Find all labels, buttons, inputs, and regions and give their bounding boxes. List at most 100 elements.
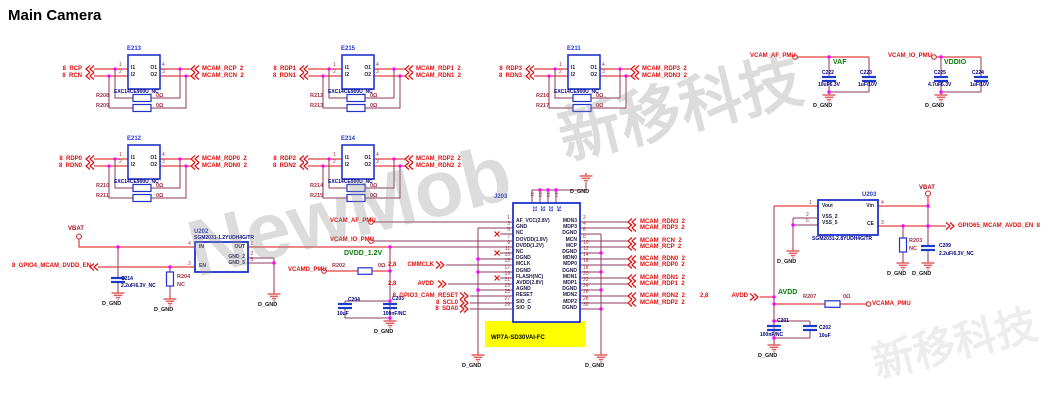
pin-name: O2	[364, 162, 371, 168]
ground-icon	[785, 247, 801, 259]
net-label: MCAM_RDP2 2	[640, 299, 685, 306]
pin-number: 1	[559, 61, 562, 68]
pin-name: AGND	[516, 286, 531, 292]
emi-filter-e211: E211 8 RDP3 8 RDN3 MCAM_RDP3 2 MCAM_RDN3…	[470, 42, 710, 122]
connector-part-number: WP7A-SD30VAI-FC	[491, 335, 545, 341]
pin-number: 10	[583, 240, 589, 246]
capacitor-ref: C225	[934, 69, 946, 76]
pin-name: O2	[590, 72, 597, 78]
resistor-value: 0Ω	[370, 182, 378, 189]
pin-number: 4	[376, 61, 379, 68]
pin-name: GND_2	[228, 254, 245, 260]
pin-name: I2	[345, 162, 350, 168]
filter-wires	[299, 144, 414, 203]
port-chevron-icon	[435, 260, 445, 270]
pin-number: 3	[507, 221, 510, 227]
net-label: AVDD	[417, 280, 434, 287]
part-number: SGM2031-1.2YUDH4G/TR	[194, 234, 255, 241]
ground-label: D_GND	[777, 259, 797, 265]
component-ref: E215	[341, 45, 356, 52]
emi-filter-e214: E214 8 RDP2 8 RDN2 MCAM_RDP2 2 MCAM_RDN2…	[244, 132, 484, 212]
pin-name: O2	[364, 72, 371, 78]
ground-label: D_GND	[925, 103, 945, 109]
net-label: 8 RDN0	[58, 162, 82, 169]
capacitor-ref: C209	[939, 243, 951, 249]
resistor-symbol-r204	[165, 271, 175, 287]
ground-icon	[162, 295, 178, 307]
net-label: MCAM_RDP1 2	[640, 280, 685, 287]
resistor-value: 0Ω	[156, 92, 164, 99]
junction-dot	[116, 55, 943, 340]
net-label: VCAM_IO_PMU	[888, 53, 933, 59]
pin-number: 18	[583, 265, 589, 271]
resistor-value: NC	[909, 246, 917, 252]
resistor-value: NC	[177, 282, 185, 288]
pin-name: Vin	[866, 202, 874, 209]
part-number: EXC14CE900U_NC	[328, 89, 373, 95]
resistor-ref: R213	[310, 102, 324, 109]
rail-label: VAF	[833, 58, 847, 66]
resistor-value: 0Ω	[378, 263, 386, 269]
capacitor-value: 4.7uF6.3V	[928, 82, 952, 88]
pin-name: 34	[555, 206, 561, 212]
ground-label: D_GND	[758, 353, 778, 359]
net-label: 8 RDP3	[499, 65, 522, 72]
port-chevron-icon	[627, 217, 637, 227]
capacitor-value: 10uF	[337, 311, 349, 317]
resistor-symbol-r203	[898, 237, 908, 253]
component-ref: U203	[862, 192, 877, 198]
filter-wires	[525, 54, 640, 113]
pin-name: I2	[131, 162, 136, 168]
filter-box	[341, 144, 375, 180]
pin-name: VSS_5	[822, 220, 838, 226]
capacitor-ref: C224	[972, 69, 984, 76]
pin-number: 4	[602, 61, 605, 68]
resistor-symbol	[346, 193, 366, 203]
pin-number: 9	[507, 240, 510, 246]
pin-number: 2	[583, 215, 586, 221]
filter-wires	[85, 144, 200, 203]
pin-name: I1	[131, 65, 136, 71]
ground-label: D_GND	[154, 307, 174, 313]
pin-name: I2	[345, 72, 350, 78]
port-chevron-icon	[459, 298, 469, 308]
pin-number: 3	[188, 260, 191, 267]
pin-name: MDP0	[563, 261, 577, 267]
pin-name: I1	[571, 65, 576, 71]
part-number: EXC14CE900U_NC	[114, 89, 159, 95]
pin-number: 30	[583, 302, 589, 308]
resistor-value: 0Ω	[596, 102, 604, 109]
resistor-value: 0Ω	[156, 192, 164, 199]
pin-name: MDN2	[562, 292, 577, 298]
capacitor-symbol-c204	[336, 302, 354, 310]
pin-number: 4	[188, 240, 191, 247]
pin-number: 14	[583, 252, 589, 258]
pin-number: 5	[250, 256, 254, 263]
resistor-symbol	[346, 93, 366, 103]
pin-number: 4	[583, 221, 586, 227]
ground-label: D_GND	[585, 363, 605, 369]
capacitor-value: 100nF/NC	[760, 331, 784, 338]
net-label: VBAT	[919, 185, 935, 191]
pin-name: AF_VCC(2.8V)	[516, 218, 550, 224]
pin-number: 24	[583, 283, 589, 289]
ground-icon	[578, 172, 594, 184]
capacitor-symbol-c202	[801, 324, 819, 332]
port-chevron-icon	[627, 273, 637, 283]
emi-filter-e215: E215 8 RDP1 8 RDN1 MCAM_RDP1 2 MCAM_RDN1…	[244, 42, 484, 122]
pin-number: 1	[333, 61, 336, 68]
net-label: AVDD	[731, 293, 748, 299]
net-label: VCAM_AF_PMU	[750, 53, 796, 59]
ground-icon	[766, 341, 782, 353]
capacitor-symbol-c224	[972, 75, 990, 83]
resistor-ref: R204	[177, 274, 191, 280]
part-number: EXC14CE900U_NC	[554, 89, 599, 95]
pin-number: 11	[504, 246, 510, 252]
pin-number: 29	[504, 302, 510, 308]
pin-number: 4	[376, 151, 379, 158]
resistor-symbol	[132, 93, 152, 103]
pin-number: 3	[162, 69, 165, 75]
pin-number: 1	[119, 151, 122, 158]
port-chevron-icon	[627, 236, 637, 246]
port-chevron-icon	[459, 304, 469, 314]
